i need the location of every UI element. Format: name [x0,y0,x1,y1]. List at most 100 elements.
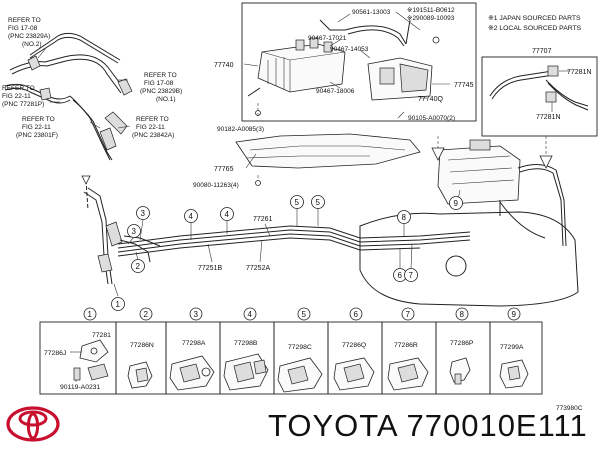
label-77765: 77765 [214,166,234,173]
svg-text:77286R: 77286R [394,342,418,349]
callout-4a: 4 [184,209,198,240]
svg-text:REFER TO: REFER TO [8,17,41,24]
svg-text:2: 2 [136,262,141,271]
svg-text:(PNC 23842A): (PNC 23842A) [132,132,174,139]
reference-fig2211-b: REFER TO FIG 22-11 (PNC 23801F) [16,116,58,139]
svg-text:77281: 77281 [92,332,111,339]
svg-text:(PNC 23829B): (PNC 23829B) [140,88,182,95]
svg-text:77286N: 77286N [130,342,154,349]
svg-text:2: 2 [144,310,149,319]
callout-1: 1 [111,283,125,311]
svg-text:7: 7 [406,310,411,319]
svg-text:(PNC 77281P): (PNC 77281P) [2,101,44,108]
svg-text:90467-17021: 90467-17021 [308,35,347,42]
svg-text:90467-18006: 90467-18006 [316,88,355,95]
clip-header-4: 4 [243,307,257,321]
svg-text:4: 4 [225,210,230,219]
vent-hose-box: 77707 77281N 77281N [481,48,598,137]
callout-6: 6 [393,248,407,282]
label-77252a: 77252A [246,265,270,272]
svg-text:REFER TO: REFER TO [22,116,55,123]
callout-8: 8 [397,210,411,236]
clip-cell-4: 77298B [223,340,269,391]
clip-header-7: 7 [401,307,415,321]
svg-text:(NO.1): (NO.1) [156,96,176,103]
brand-strip [0,398,600,450]
callout-4b: 4 [220,207,234,234]
svg-text:77286Q: 77286Q [342,342,366,349]
label-90080: 90080-11263(4) [193,182,239,189]
callout-9: 9 [449,189,463,211]
svg-text:77740: 77740 [214,62,234,69]
svg-text:※191511-B0612: ※191511-B0612 [407,7,455,14]
clip-cell-1: 77281 77286J 90119-A0231 [44,332,111,391]
svg-text:FIG 22-11: FIG 22-11 [2,93,31,100]
svg-text:5: 5 [316,198,321,207]
clip-cell-5: 77298C [277,344,323,393]
svg-text:77298C: 77298C [288,344,312,351]
svg-text:(PNC 23829A): (PNC 23829A) [8,33,50,40]
svg-text:77740Q: 77740Q [418,96,443,103]
canister-detail-box [241,2,477,122]
svg-text:REFER TO: REFER TO [136,116,169,123]
svg-text:8: 8 [402,213,407,222]
svg-text:90105-A0070(2): 90105-A0070(2) [408,115,455,122]
label-77281n-top: 77281N [567,69,592,76]
label-77281n-bottom: 77281N [536,114,561,121]
svg-text:77298B: 77298B [234,340,258,347]
svg-text:3: 3 [141,209,146,218]
callout-7: 7 [404,243,418,282]
svg-text:FIG 22-11: FIG 22-11 [136,124,165,131]
clip-header-8: 8 [455,307,469,321]
label-90182: 90182-A0085(3) [217,126,264,133]
figure-code: 773980C [556,405,583,412]
clip-header-2: 2 [139,307,153,321]
svg-text:FIG 22-11: FIG 22-11 [22,124,51,131]
svg-text:※290089-10093: ※290089-10093 [407,15,455,22]
callout-5a: 5 [290,195,304,226]
sourcing-legend: ※1 JAPAN SOURCED PARTS ※2 LOCAL SOURCED … [488,15,582,32]
svg-text:77286P: 77286P [450,340,474,347]
clip-header-3: 3 [189,307,203,321]
callout-2: 2 [131,251,145,273]
svg-text:4: 4 [189,212,194,221]
svg-text:6: 6 [398,271,403,280]
clip-header-5: 5 [297,307,311,321]
front-lines-group [4,32,133,161]
svg-text:77286J: 77286J [44,350,66,357]
fuel-line-assembly: 77261 77251B 77252A [81,136,579,307]
clip-column-headers: 1 2 3 4 5 6 7 8 9 [83,307,521,321]
svg-text:9: 9 [454,199,459,208]
clip-header-1: 1 [83,307,97,321]
reference-fig2211-a: REFER TO FIG 22-11 (PNC 77281P) [2,85,44,108]
svg-text:5: 5 [302,310,307,319]
clip-cell-6: 77286Q [333,342,375,391]
svg-text:※1 JAPAN SOURCED PARTS: ※1 JAPAN SOURCED PARTS [488,15,581,22]
clip-cell-7: 77286R [387,342,429,391]
svg-text:8: 8 [460,310,465,319]
diagram-callouts: 1 2 3 3 4 4 5 5 6 7 8 9 [111,189,463,311]
clip-header-6: 6 [349,307,363,321]
clip-cell-3: 77298A [169,340,215,391]
clip-cell-2: 77286N [127,342,154,389]
reference-fig2211-c: REFER TO FIG 22-11 (PNC 23842A) [132,116,174,139]
label-77251b: 77251B [198,265,222,272]
svg-text:※2 LOCAL SOURCED PARTS: ※2 LOCAL SOURCED PARTS [488,25,582,32]
callout-3a: 3 [136,206,150,241]
svg-text:3: 3 [194,310,199,319]
label-77261: 77261 [253,216,273,223]
svg-text:FIG 17-08: FIG 17-08 [8,25,38,32]
reference-fig1708-a: REFER TO FIG 17-08 (PNC 23829A) (NO.2) [8,17,50,48]
clip-cell-9: 77299A [499,344,529,389]
svg-text:1: 1 [116,300,121,309]
svg-text:77298A: 77298A [182,340,206,347]
svg-text:(PNC 23801F): (PNC 23801F) [16,132,58,139]
svg-text:5: 5 [295,198,300,207]
heat-shield-group: 90182-A0085(3) 77765 90080-11263(4) [193,103,421,189]
canister-labels: 90561-13003 ※191511-B0612 ※290089-10093 … [214,7,474,122]
svg-text:FIG 17-08: FIG 17-08 [144,80,174,87]
reference-fig1708-b: REFER TO FIG 17-08 (PNC 23829B) (NO.1) [140,72,182,103]
clip-header-9: 9 [507,307,521,321]
svg-text:77299A: 77299A [500,344,524,351]
svg-text:77745: 77745 [454,82,474,89]
